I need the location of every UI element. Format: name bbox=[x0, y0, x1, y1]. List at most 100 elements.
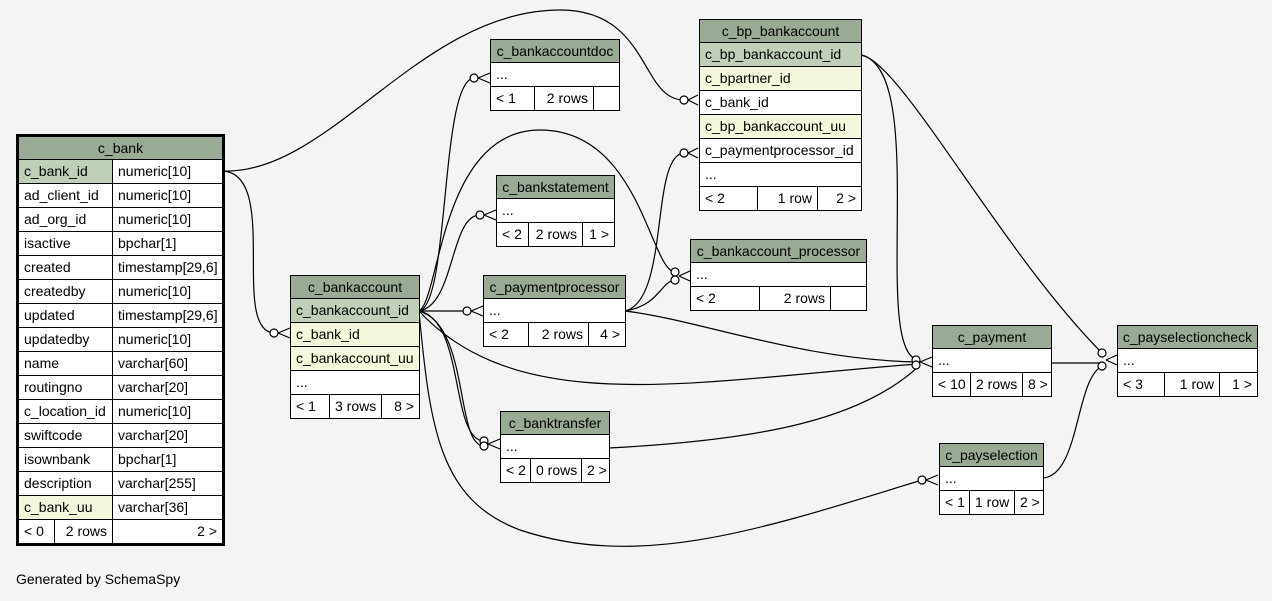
table-c-bank[interactable]: c_bank c_bank_id numeric[10] ad_client_i… bbox=[16, 134, 225, 546]
table-c-bankaccount-processor[interactable]: c_bankaccount_processor ... < 2 2 rows bbox=[690, 239, 867, 311]
table-row[interactable]: ... bbox=[501, 435, 609, 459]
table-c-bankaccount[interactable]: c_bankaccount c_bankaccount_id c_bank_id… bbox=[290, 275, 420, 419]
edge-bpbankaccount-payselectioncheck bbox=[860, 54, 1103, 354]
column-type: numeric[10] bbox=[112, 328, 222, 351]
parents-count[interactable]: < 1 bbox=[945, 494, 965, 510]
table-c-bankaccountdoc[interactable]: c_bankaccountdoc ... < 1 2 rows bbox=[490, 39, 620, 111]
parents-count[interactable]: < 2 bbox=[696, 290, 716, 306]
table-title[interactable]: c_bankstatement bbox=[497, 176, 614, 199]
parents-count[interactable]: < 1 bbox=[296, 398, 316, 414]
edge-bankaccount-bankstatement bbox=[418, 214, 481, 312]
column-name: created bbox=[24, 259, 71, 275]
table-c-banktransfer[interactable]: c_banktransfer ... < 2 0 rows 2 > bbox=[500, 411, 610, 483]
parents-count[interactable]: < 3 bbox=[1123, 376, 1143, 392]
table-c-payselection[interactable]: c_payselection ... < 1 1 row 2 > bbox=[939, 443, 1044, 515]
table-c-payselectioncheck[interactable]: c_payselectioncheck ... < 3 1 row 1 > bbox=[1117, 325, 1258, 397]
table-title[interactable]: c_bp_bankaccount bbox=[700, 20, 861, 43]
table-row[interactable]: updated timestamp[29,6] bbox=[19, 304, 222, 328]
table-title[interactable]: c_payselectioncheck bbox=[1118, 326, 1257, 349]
row-count: 2 rows bbox=[528, 223, 582, 246]
table-row[interactable]: description varchar[255] bbox=[19, 472, 222, 496]
column-name: updated bbox=[24, 307, 75, 323]
table-c-bankstatement[interactable]: c_bankstatement ... < 2 2 rows 1 > bbox=[496, 175, 615, 247]
children-count[interactable]: 8 > bbox=[381, 395, 419, 418]
table-row[interactable]: ad_org_id numeric[10] bbox=[19, 208, 222, 232]
table-row[interactable]: ... bbox=[291, 371, 419, 395]
column-name: c_paymentprocessor_id bbox=[705, 142, 854, 158]
column-type: timestamp[29,6] bbox=[112, 304, 222, 327]
parents-count[interactable]: < 2 bbox=[705, 190, 725, 206]
children-count[interactable]: 4 > bbox=[588, 323, 625, 346]
table-row[interactable]: c_bank_uu varchar[36] bbox=[19, 496, 222, 520]
table-title[interactable]: c_bankaccount bbox=[291, 276, 419, 299]
table-title[interactable]: c_banktransfer bbox=[501, 412, 609, 435]
column-type: varchar[20] bbox=[112, 376, 222, 399]
table-row[interactable]: c_bp_bankaccount_uu bbox=[700, 115, 861, 139]
table-row[interactable]: ... bbox=[940, 467, 1043, 491]
table-row[interactable]: c_bp_bankaccount_id bbox=[700, 43, 861, 67]
children-count[interactable]: 8 > bbox=[1022, 373, 1051, 396]
table-title[interactable]: c_payselection bbox=[940, 444, 1043, 467]
table-row[interactable]: isownbank bpchar[1] bbox=[19, 448, 222, 472]
table-row[interactable]: isactive bpchar[1] bbox=[19, 232, 222, 256]
table-row[interactable]: ... bbox=[1118, 349, 1257, 373]
table-row[interactable]: c_paymentprocessor_id bbox=[700, 139, 861, 163]
table-row[interactable]: c_bank_id bbox=[291, 323, 419, 347]
table-title[interactable]: c_paymentprocessor bbox=[484, 276, 625, 299]
children-count[interactable]: 2 > bbox=[817, 187, 861, 210]
children-count[interactable]: 1 > bbox=[582, 223, 614, 246]
children-count[interactable]: 2 > bbox=[112, 520, 222, 543]
table-c-paymentprocessor[interactable]: c_paymentprocessor ... < 2 2 rows 4 > bbox=[483, 275, 626, 347]
column-name: c_bp_bankaccount_uu bbox=[700, 115, 861, 138]
row-count: 2 rows bbox=[970, 373, 1022, 396]
table-c-bp-bankaccount[interactable]: c_bp_bankaccount c_bp_bankaccount_id c_b… bbox=[699, 19, 862, 211]
table-row[interactable]: c_bank_id numeric[10] bbox=[19, 160, 222, 184]
table-title[interactable]: c_bank bbox=[19, 137, 222, 160]
column-name: c_bank_id bbox=[19, 160, 112, 183]
children-count[interactable]: 2 > bbox=[581, 459, 609, 482]
table-row[interactable]: createdby numeric[10] bbox=[19, 280, 222, 304]
parents-count[interactable]: < 2 bbox=[506, 462, 526, 478]
table-row[interactable]: routingno varchar[20] bbox=[19, 376, 222, 400]
table-row[interactable]: swiftcode varchar[20] bbox=[19, 424, 222, 448]
children-count[interactable]: 2 > bbox=[1014, 491, 1043, 514]
parents-count[interactable]: < 2 bbox=[489, 326, 509, 342]
column-name: c_bank_id bbox=[291, 323, 419, 346]
table-title[interactable]: c_payment bbox=[933, 326, 1051, 349]
table-title[interactable]: c_bankaccountdoc bbox=[491, 40, 619, 63]
table-row[interactable]: name varchar[60] bbox=[19, 352, 222, 376]
table-row[interactable]: ... bbox=[497, 199, 614, 223]
table-row[interactable]: created timestamp[29,6] bbox=[19, 256, 222, 280]
table-title[interactable]: c_bankaccount_processor bbox=[691, 240, 866, 263]
table-row[interactable]: updatedby numeric[10] bbox=[19, 328, 222, 352]
children-count[interactable] bbox=[593, 87, 619, 110]
row-count: 1 row bbox=[757, 187, 817, 210]
table-footer: < 1 2 rows bbox=[491, 87, 619, 110]
column-type: timestamp[29,6] bbox=[112, 256, 222, 279]
table-footer: < 1 1 row 2 > bbox=[940, 491, 1043, 514]
table-row[interactable]: ... bbox=[700, 163, 861, 187]
table-row[interactable]: c_bankaccount_id bbox=[291, 299, 419, 323]
row-count: 2 rows bbox=[528, 323, 588, 346]
table-row[interactable]: ... bbox=[491, 63, 619, 87]
edge-payselection-payselectioncheck bbox=[1042, 365, 1103, 479]
parents-count[interactable]: < 10 bbox=[938, 376, 966, 392]
parents-count[interactable]: < 2 bbox=[502, 226, 522, 242]
table-row[interactable]: c_location_id numeric[10] bbox=[19, 400, 222, 424]
table-row[interactable]: ad_client_id numeric[10] bbox=[19, 184, 222, 208]
table-row[interactable]: c_bank_id bbox=[700, 91, 861, 115]
table-row[interactable]: ... bbox=[484, 299, 625, 323]
table-row[interactable]: c_bpartner_id bbox=[700, 67, 861, 91]
table-c-payment[interactable]: c_payment ... < 10 2 rows 8 > bbox=[932, 325, 1052, 397]
column-name: description bbox=[24, 475, 92, 491]
table-footer: < 0 2 rows 2 > bbox=[19, 520, 222, 543]
column-type: varchar[60] bbox=[112, 352, 222, 375]
parents-count[interactable]: < 1 bbox=[496, 90, 516, 106]
table-row[interactable]: ... bbox=[691, 263, 866, 287]
children-count[interactable]: 1 > bbox=[1219, 373, 1257, 396]
table-row[interactable]: ... bbox=[933, 349, 1051, 373]
table-row[interactable]: c_bankaccount_uu bbox=[291, 347, 419, 371]
table-footer: < 3 1 row 1 > bbox=[1118, 373, 1257, 396]
parents-count[interactable]: < 0 bbox=[24, 523, 44, 539]
children-count[interactable] bbox=[830, 287, 866, 310]
